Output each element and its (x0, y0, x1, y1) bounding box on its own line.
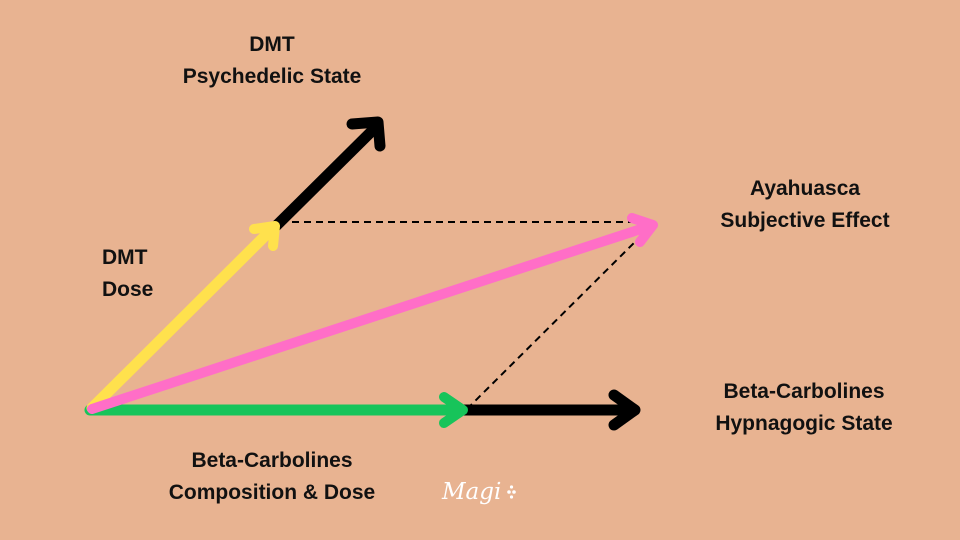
beta-state-arrowhead (608, 389, 641, 431)
dmt-dose-arrowhead (249, 221, 280, 251)
dmt-state-label: DMT Psychedelic State (172, 29, 372, 93)
dmt-dose-label-line1: DMT (102, 246, 148, 269)
beta-dose-label-line1: Beta-Carbolines (191, 449, 353, 472)
beta-state-label-line1: Beta-Carbolines (723, 380, 885, 403)
magi-logo-text: Magi (442, 479, 502, 505)
beta-dose-label: Beta-Carbolines Composition & Dose (150, 445, 394, 509)
dmt-state-label-line2: Psychedelic State (182, 65, 362, 88)
beta-dose-label-line2: Composition & Dose (168, 481, 376, 504)
ayahuasca-arrow-shaft (87, 221, 655, 414)
magi-script-logo (507, 485, 516, 499)
dmt-state-arrowhead (346, 116, 386, 152)
dmt-dose-label-line2: Dose (102, 278, 154, 301)
dmt-state-arrow-shaft (264, 119, 384, 238)
ayahuasca-label: Ayahuasca Subjective Effect (700, 173, 910, 237)
beta-state-label: Beta-Carbolines Hypnagogic State (696, 376, 912, 440)
dmt-state-label-line1: DMT (249, 33, 295, 56)
ayahuasca-label-line1: Ayahuasca (749, 177, 861, 200)
ayahuasca-label-line2: Subjective Effect (720, 209, 890, 232)
dashed-guide-right (466, 221, 656, 410)
beta-dose-arrowhead (439, 392, 468, 428)
dmt-dose-arrow-shaft (86, 223, 278, 414)
ayahuasca-arrowhead (627, 213, 658, 247)
dmt-dose-label: DMT Dose (102, 242, 153, 306)
beta-state-label-line2: Hypnagogic State (715, 412, 893, 435)
